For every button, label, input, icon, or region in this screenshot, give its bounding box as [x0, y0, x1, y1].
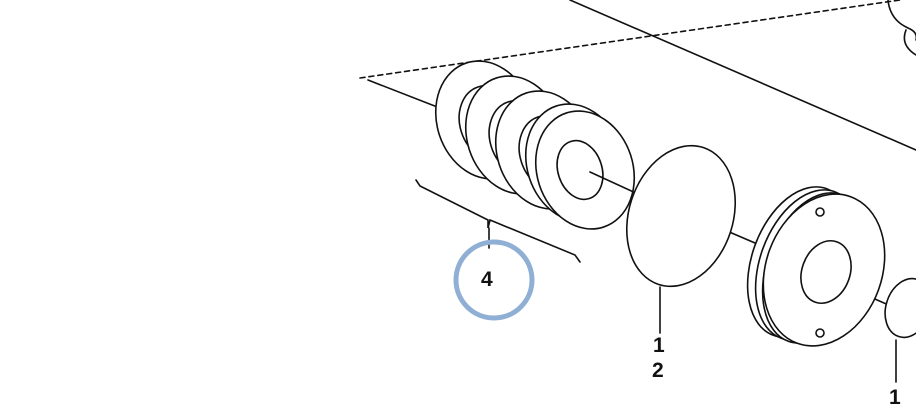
bolt-hole-top [815, 207, 825, 217]
small-seal [884, 277, 916, 339]
group-bracket [415, 179, 581, 263]
thin-washer [625, 144, 737, 288]
bolt-hole-bottom [815, 328, 825, 338]
flanged-piston [746, 186, 886, 347]
axis-segment-1 [589, 171, 641, 196]
housing-edge-left [367, 79, 446, 111]
piston-bore [800, 240, 852, 304]
spring-stack [434, 60, 636, 230]
callout-1b: 1 [889, 386, 901, 409]
housing-outline [359, 0, 916, 151]
callout-1a: 1 [653, 334, 665, 357]
housing-edge-long [569, 0, 916, 151]
housing-corner-2 [903, 29, 916, 56]
callout-4: 4 [481, 268, 493, 291]
callout-2: 2 [652, 359, 664, 382]
dashed-guide-line [359, 0, 901, 79]
housing-corner [887, 0, 916, 41]
spring-disc-5 [534, 110, 636, 230]
callout-highlight-circle [453, 239, 535, 321]
